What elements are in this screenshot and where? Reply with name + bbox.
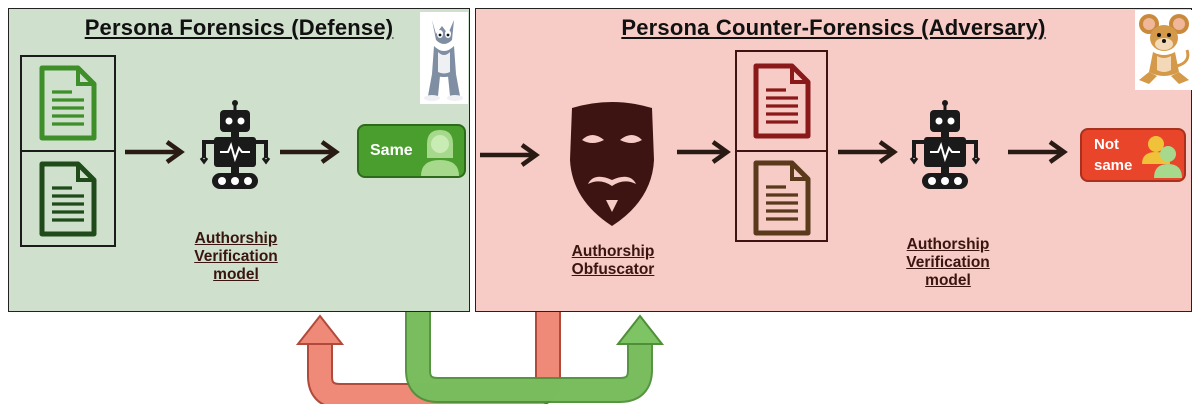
robot-icon	[199, 100, 271, 189]
caption-line: model	[213, 266, 259, 283]
adversary-document-stack	[735, 50, 828, 242]
caption-line: Authorship	[571, 243, 655, 260]
robot-icon	[909, 100, 981, 189]
arrow-icon	[677, 140, 731, 164]
adversary-model-caption: Authorship Verification model	[873, 236, 1023, 290]
same-result-badge: Same	[357, 124, 466, 178]
caption-line: Authorship	[194, 230, 278, 247]
arrow-icon	[280, 140, 340, 164]
obfuscator-caption: Authorship Obfuscator	[538, 243, 688, 279]
mouse-cartoon-icon	[1135, 10, 1193, 90]
arrow-icon	[480, 143, 540, 167]
not-same-result-badge: Not same	[1080, 128, 1186, 182]
document-icon	[753, 63, 811, 139]
adversary-panel: Persona Counter-Forensics (Adversary)	[475, 8, 1192, 312]
mask-icon	[570, 102, 654, 226]
not-same-label-line1: Not	[1094, 136, 1119, 153]
document-icon	[39, 161, 97, 237]
caption-line: Obfuscator	[571, 261, 655, 278]
feedback-loop-arrows	[295, 312, 665, 404]
arrow-icon	[838, 140, 898, 164]
person-icon	[421, 130, 459, 176]
arrow-icon	[1008, 140, 1068, 164]
adversary-title: Persona Counter-Forensics (Adversary)	[621, 15, 1046, 40]
same-result-label: Same	[370, 142, 413, 159]
arrow-icon	[125, 140, 185, 164]
not-same-label-line2: same	[1094, 157, 1133, 174]
cat-cartoon-icon	[420, 12, 468, 104]
document-icon	[39, 65, 97, 141]
caption-line: Verification	[194, 248, 278, 265]
caption-line: Verification	[906, 254, 990, 271]
document-icon	[753, 160, 811, 236]
person-icon	[1142, 136, 1182, 178]
defense-title: Persona Forensics (Defense)	[84, 15, 394, 40]
defense-model-caption: Authorship Verification model	[161, 230, 311, 284]
document-divider	[20, 150, 116, 152]
document-divider	[735, 150, 828, 152]
caption-line: model	[925, 272, 971, 289]
caption-line: Authorship	[906, 236, 990, 253]
